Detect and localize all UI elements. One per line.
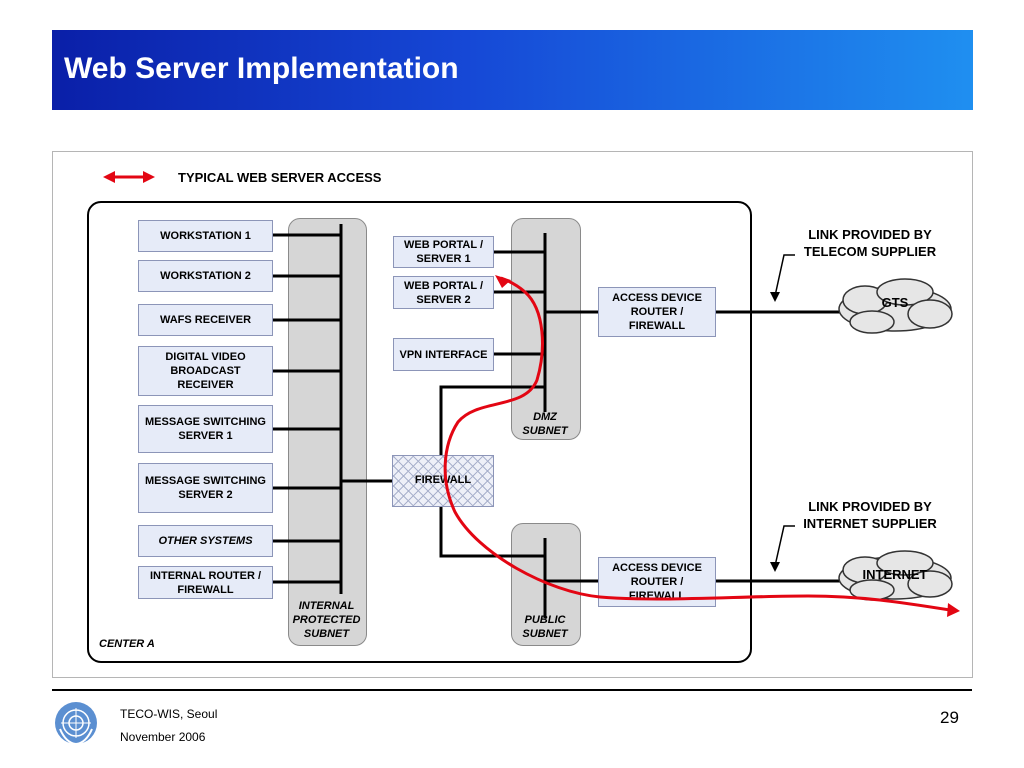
public-subnet-label: PUBLIC SUBNET xyxy=(522,614,568,640)
web-portal-1-box: WEB PORTAL / SERVER 1 xyxy=(393,236,494,268)
internal-subnet-panel xyxy=(288,218,367,646)
center-a-boundary xyxy=(87,201,752,663)
firewall-box: FIREWALL xyxy=(392,455,494,507)
page-title: Web Server Implementation xyxy=(64,52,459,85)
title-bar: Web Server Implementation xyxy=(52,30,973,110)
gts-cloud-icon xyxy=(838,278,953,334)
legend-label: TYPICAL WEB SERVER ACCESS xyxy=(178,170,382,185)
dvb-receiver-box: DIGITAL VIDEO BROADCAST RECEIVER xyxy=(138,346,273,396)
internet-label: INTERNET xyxy=(862,567,928,582)
msg-switch-server-1-box: MESSAGE SWITCHING SERVER 1 xyxy=(138,405,273,453)
internet-cloud-icon xyxy=(838,550,953,601)
dmz-subnet-label: DMZ SUBNET xyxy=(522,411,568,437)
legend-double-arrow-icon xyxy=(103,171,155,183)
other-systems-box: OTHER SYSTEMS xyxy=(138,525,273,557)
vpn-interface-box: VPN INTERFACE xyxy=(393,338,494,371)
internal-subnet-label: INTERNAL PROTECTED SUBNET xyxy=(292,600,361,640)
gts-label: GTS xyxy=(881,295,909,310)
center-label: CENTER A xyxy=(99,638,155,650)
internet-supplier-note: LINK PROVIDED BY INTERNET SUPPLIER xyxy=(803,499,937,531)
wafs-receiver-box: WAFS RECEIVER xyxy=(138,304,273,336)
page-number: 29 xyxy=(940,708,959,727)
msg-switch-server-2-box: MESSAGE SWITCHING SERVER 2 xyxy=(138,463,273,513)
internal-router-box: INTERNAL ROUTER / FIREWALL xyxy=(138,566,273,599)
access-device-telecom-box: ACCESS DEVICE ROUTER / FIREWALL xyxy=(598,287,716,337)
web-portal-2-box: WEB PORTAL / SERVER 2 xyxy=(393,276,494,309)
wmo-un-emblem-icon xyxy=(55,702,97,746)
web-access-path xyxy=(443,276,951,612)
firewall-label: FIREWALL xyxy=(414,474,472,486)
footer-divider xyxy=(52,689,972,691)
workstation-2-box: WORKSTATION 2 xyxy=(138,260,273,292)
footer-org: TECO-WIS, Seoul xyxy=(120,707,218,721)
workstation-1-box: WORKSTATION 1 xyxy=(138,220,273,252)
telecom-supplier-note: LINK PROVIDED BY TELECOM SUPPLIER xyxy=(803,227,937,259)
footer-date: November 2006 xyxy=(120,730,206,744)
